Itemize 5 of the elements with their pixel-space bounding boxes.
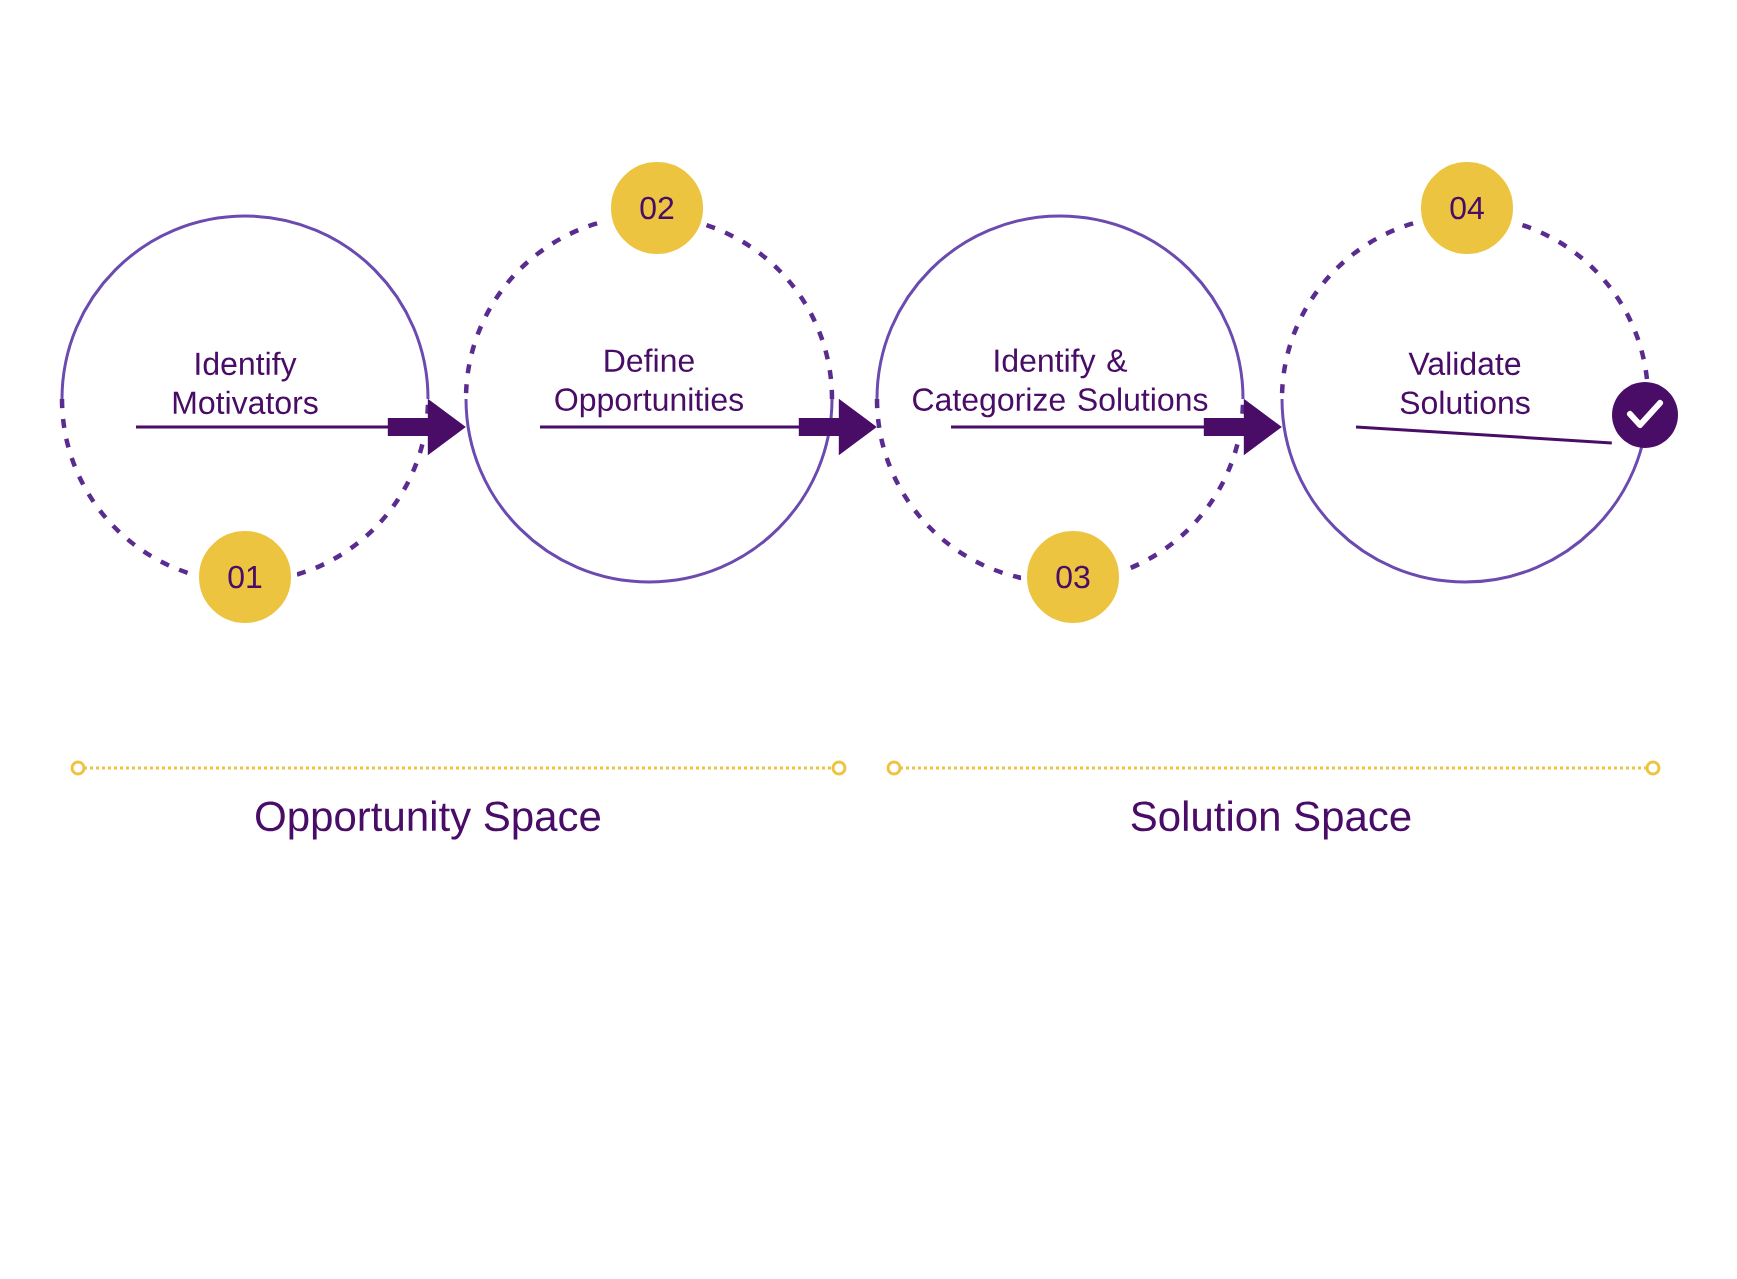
- check-icon: [1612, 382, 1678, 448]
- number-badge: 01: [193, 525, 297, 629]
- section-label: Solution Space: [1131, 800, 1411, 840]
- number-badge: 03: [1021, 525, 1125, 629]
- section-label: Opportunity Space: [256, 800, 600, 840]
